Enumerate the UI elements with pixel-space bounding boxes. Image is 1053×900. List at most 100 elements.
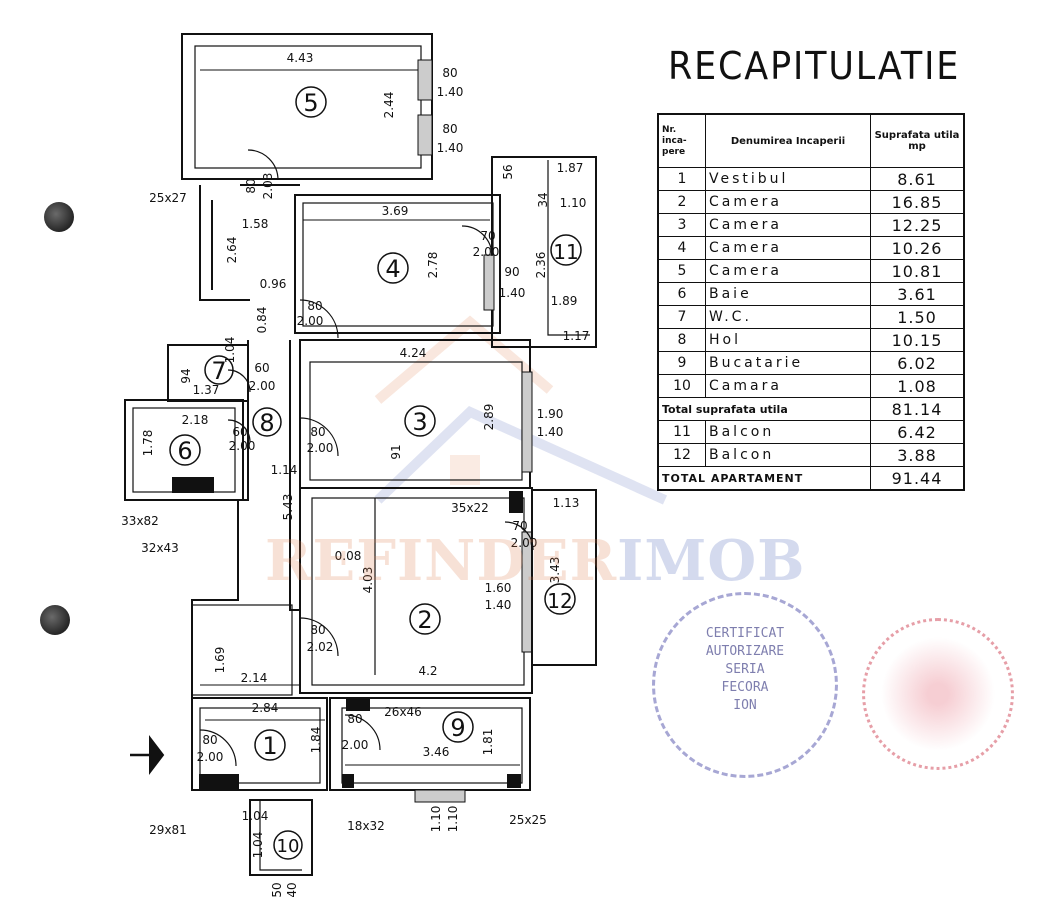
header-nr: Nr. inca- pere <box>657 113 706 168</box>
room-nr: 4 <box>657 236 706 260</box>
room-nr: 12 <box>657 443 706 467</box>
dimension-label: 2.64 <box>225 237 239 264</box>
dimension-label: 80 <box>442 122 457 136</box>
dimension-label: 2.44 <box>382 92 396 119</box>
stamp-line: SERIA <box>725 662 765 677</box>
room-name: W.C. <box>705 305 871 329</box>
room-area: 3.61 <box>870 282 965 306</box>
dimension-label: 1.84 <box>309 727 323 754</box>
dimension-label: 1.40 <box>499 286 526 300</box>
dimension-label: 3.46 <box>423 745 450 759</box>
room-area: 1.08 <box>870 374 965 398</box>
room-12-outline <box>531 489 597 666</box>
dimension-label: 25x25 <box>509 813 547 827</box>
summary-table: Nr. inca- pere Denumirea Incaperii Supra… <box>657 113 965 491</box>
dimension-label: 91 <box>389 444 403 459</box>
room-name: Balcon <box>705 443 871 467</box>
dimension-label: 1.10 <box>429 806 443 833</box>
dimension-label: 2.02 <box>307 640 334 654</box>
room-name: Vestibul <box>705 167 871 191</box>
room-name: Hol <box>705 328 871 352</box>
room-area: 16.85 <box>870 190 965 214</box>
room-number: 12 <box>547 589 572 613</box>
room-nr: 7 <box>657 305 706 329</box>
dimension-label: 80 <box>307 299 322 313</box>
room-area: 10.15 <box>870 328 965 352</box>
room-nr: 1 <box>657 167 706 191</box>
dimension-label: 2.18 <box>182 413 209 427</box>
dimension-label: 2.78 <box>426 252 440 279</box>
room-name: Balcon <box>705 420 871 444</box>
dimension-label: 1.60 <box>485 581 512 595</box>
dimension-label: 80 <box>310 425 325 439</box>
room-number: 9 <box>450 714 465 742</box>
dimension-label: 60 <box>254 361 269 375</box>
room-area: 12.25 <box>870 213 965 237</box>
binder-hole <box>40 605 70 635</box>
dimension-label: 0.96 <box>260 277 287 291</box>
header-name: Denumirea Incaperii <box>705 113 871 168</box>
stamp-line: FECORA <box>721 680 769 695</box>
binder-hole <box>44 202 74 232</box>
dimension-label: 29x81 <box>149 823 187 837</box>
dimension-label: 1.78 <box>141 430 155 457</box>
room-number: 5 <box>303 89 318 117</box>
dimension-label: 1.40 <box>437 141 464 155</box>
room-area: 10.26 <box>870 236 965 260</box>
dimension-label: 1.13 <box>553 496 580 510</box>
room-number: 1 <box>262 732 277 760</box>
room-area: 6.02 <box>870 351 965 375</box>
room-nr: 9 <box>657 351 706 375</box>
dimension-label: 94 <box>179 368 193 383</box>
room-area: 1.50 <box>870 305 965 329</box>
room-4-outline <box>294 194 501 334</box>
dimension-label: 33x82 <box>121 514 159 528</box>
dimension-label: 2.00 <box>249 379 276 393</box>
dimension-label: 34 <box>536 192 550 207</box>
room-nr: 10 <box>657 374 706 398</box>
room-area: 3.88 <box>870 443 965 467</box>
dimension-label: 1.40 <box>537 425 564 439</box>
dimension-label: 2.36 <box>534 252 548 279</box>
dimension-label: 2.00 <box>473 245 500 259</box>
dimension-label: 2.84 <box>252 701 279 715</box>
room-6-outline <box>124 399 244 501</box>
grand-total-label: TOTAL APARTAMENT <box>657 466 871 491</box>
dimension-label: 2.03 <box>261 173 275 200</box>
room-nr: 8 <box>657 328 706 352</box>
dimension-label: 1.69 <box>213 647 227 674</box>
dimension-label: 4.43 <box>287 51 314 65</box>
dimension-label: 18x32 <box>347 819 385 833</box>
dimension-label: 1.58 <box>242 217 269 231</box>
stamp-line: AUTORIZARE <box>705 644 785 659</box>
room-nr: 2 <box>657 190 706 214</box>
room-area: 6.42 <box>870 420 965 444</box>
entrance-arrow-icon <box>130 735 165 775</box>
dimension-label: 2.00 <box>297 314 324 328</box>
room-number: 8 <box>259 409 274 437</box>
dimension-label: 80 <box>442 66 457 80</box>
room-name: Camera <box>705 213 871 237</box>
room-labels: 5 4 11 7 8 6 3 2 12 1 9 10 <box>169 86 582 860</box>
dimension-label: 0.08 <box>335 549 362 563</box>
room-area: 10.81 <box>870 259 965 283</box>
dimension-label: 0.84 <box>255 307 269 334</box>
dimension-label: 1.37 <box>193 383 220 397</box>
dimension-label: 90 <box>504 265 519 279</box>
room-10-outline <box>249 799 313 876</box>
dimension-label: 80 <box>310 623 325 637</box>
dimension-label: 35x22 <box>451 501 489 515</box>
room-number: 10 <box>277 836 300 857</box>
dimension-label: 26x46 <box>384 705 422 719</box>
room-name: Bucatarie <box>705 351 871 375</box>
dimension-label: 1.10 <box>560 196 587 210</box>
dimension-label: 1.17 <box>563 329 590 343</box>
